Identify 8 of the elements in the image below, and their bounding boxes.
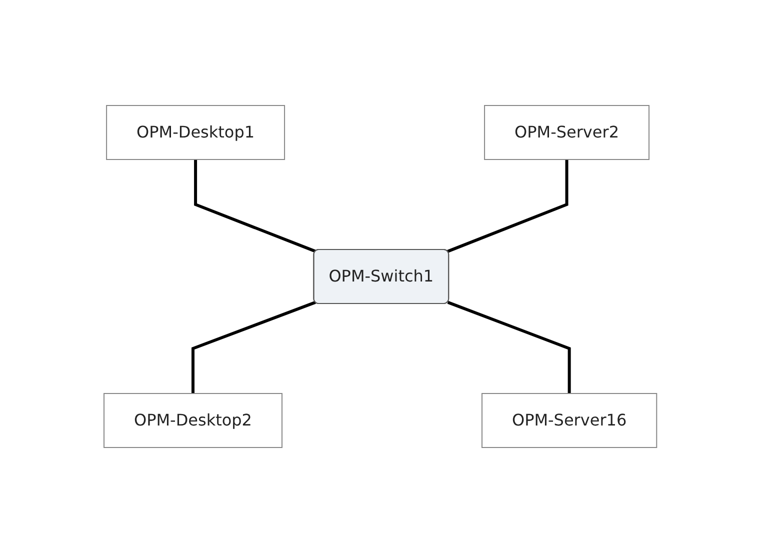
node-box: OPM-Server16	[482, 393, 658, 448]
connector	[192, 300, 316, 394]
connector	[194, 160, 316, 253]
node-box: OPM-Server2	[484, 105, 650, 160]
connector	[447, 300, 571, 394]
node-box: OPM-Desktop2	[104, 393, 283, 448]
node-box: OPM-Desktop1	[106, 105, 286, 160]
connector	[447, 160, 568, 253]
